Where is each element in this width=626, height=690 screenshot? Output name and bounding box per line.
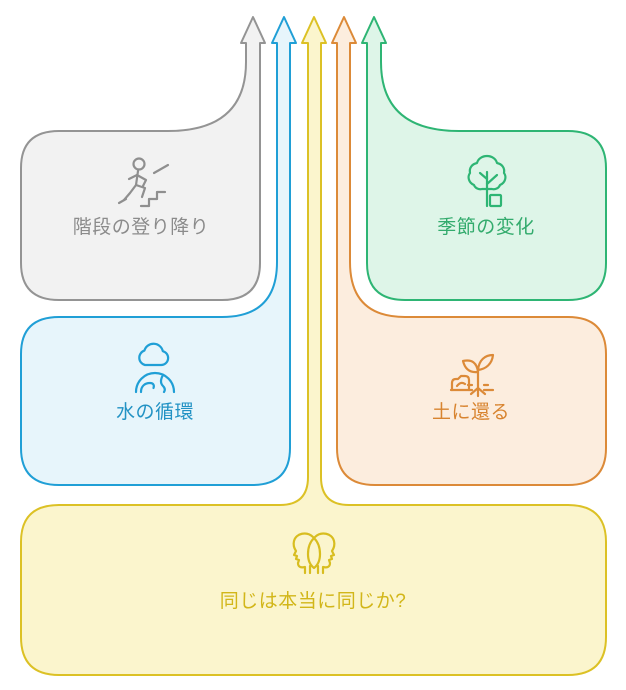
branch-water: 水の循環 xyxy=(20,16,297,486)
tree-icon xyxy=(467,154,507,208)
branch-soil: 土に還る xyxy=(331,16,607,486)
branch-seasons-shape-and-arrow xyxy=(361,16,607,301)
branch-same-shape-and-arrow xyxy=(20,16,607,676)
node-label-stairs: 階段の登り降り xyxy=(73,216,210,238)
person-climbing-stairs-icon xyxy=(117,157,170,208)
cloud-over-earth-icon xyxy=(134,342,176,394)
branch-same: 同じは本当に同じか? xyxy=(20,16,607,676)
node-label-water: 水の循環 xyxy=(116,401,194,423)
branch-stairs-shape-and-arrow xyxy=(20,16,266,301)
two-heads-icon xyxy=(292,532,336,575)
node-label-same: 同じは本当に同じか? xyxy=(220,590,407,612)
node-label-seasons: 季節の変化 xyxy=(437,216,535,238)
branch-seasons: 季節の変化 xyxy=(361,16,607,301)
sprout-in-soil-icon xyxy=(449,353,495,398)
node-label-soil: 土に還る xyxy=(432,401,510,423)
branch-stairs: 階段の登り降り xyxy=(20,16,266,301)
branch-water-shape-and-arrow xyxy=(20,16,297,486)
branch-soil-shape-and-arrow xyxy=(331,16,607,486)
